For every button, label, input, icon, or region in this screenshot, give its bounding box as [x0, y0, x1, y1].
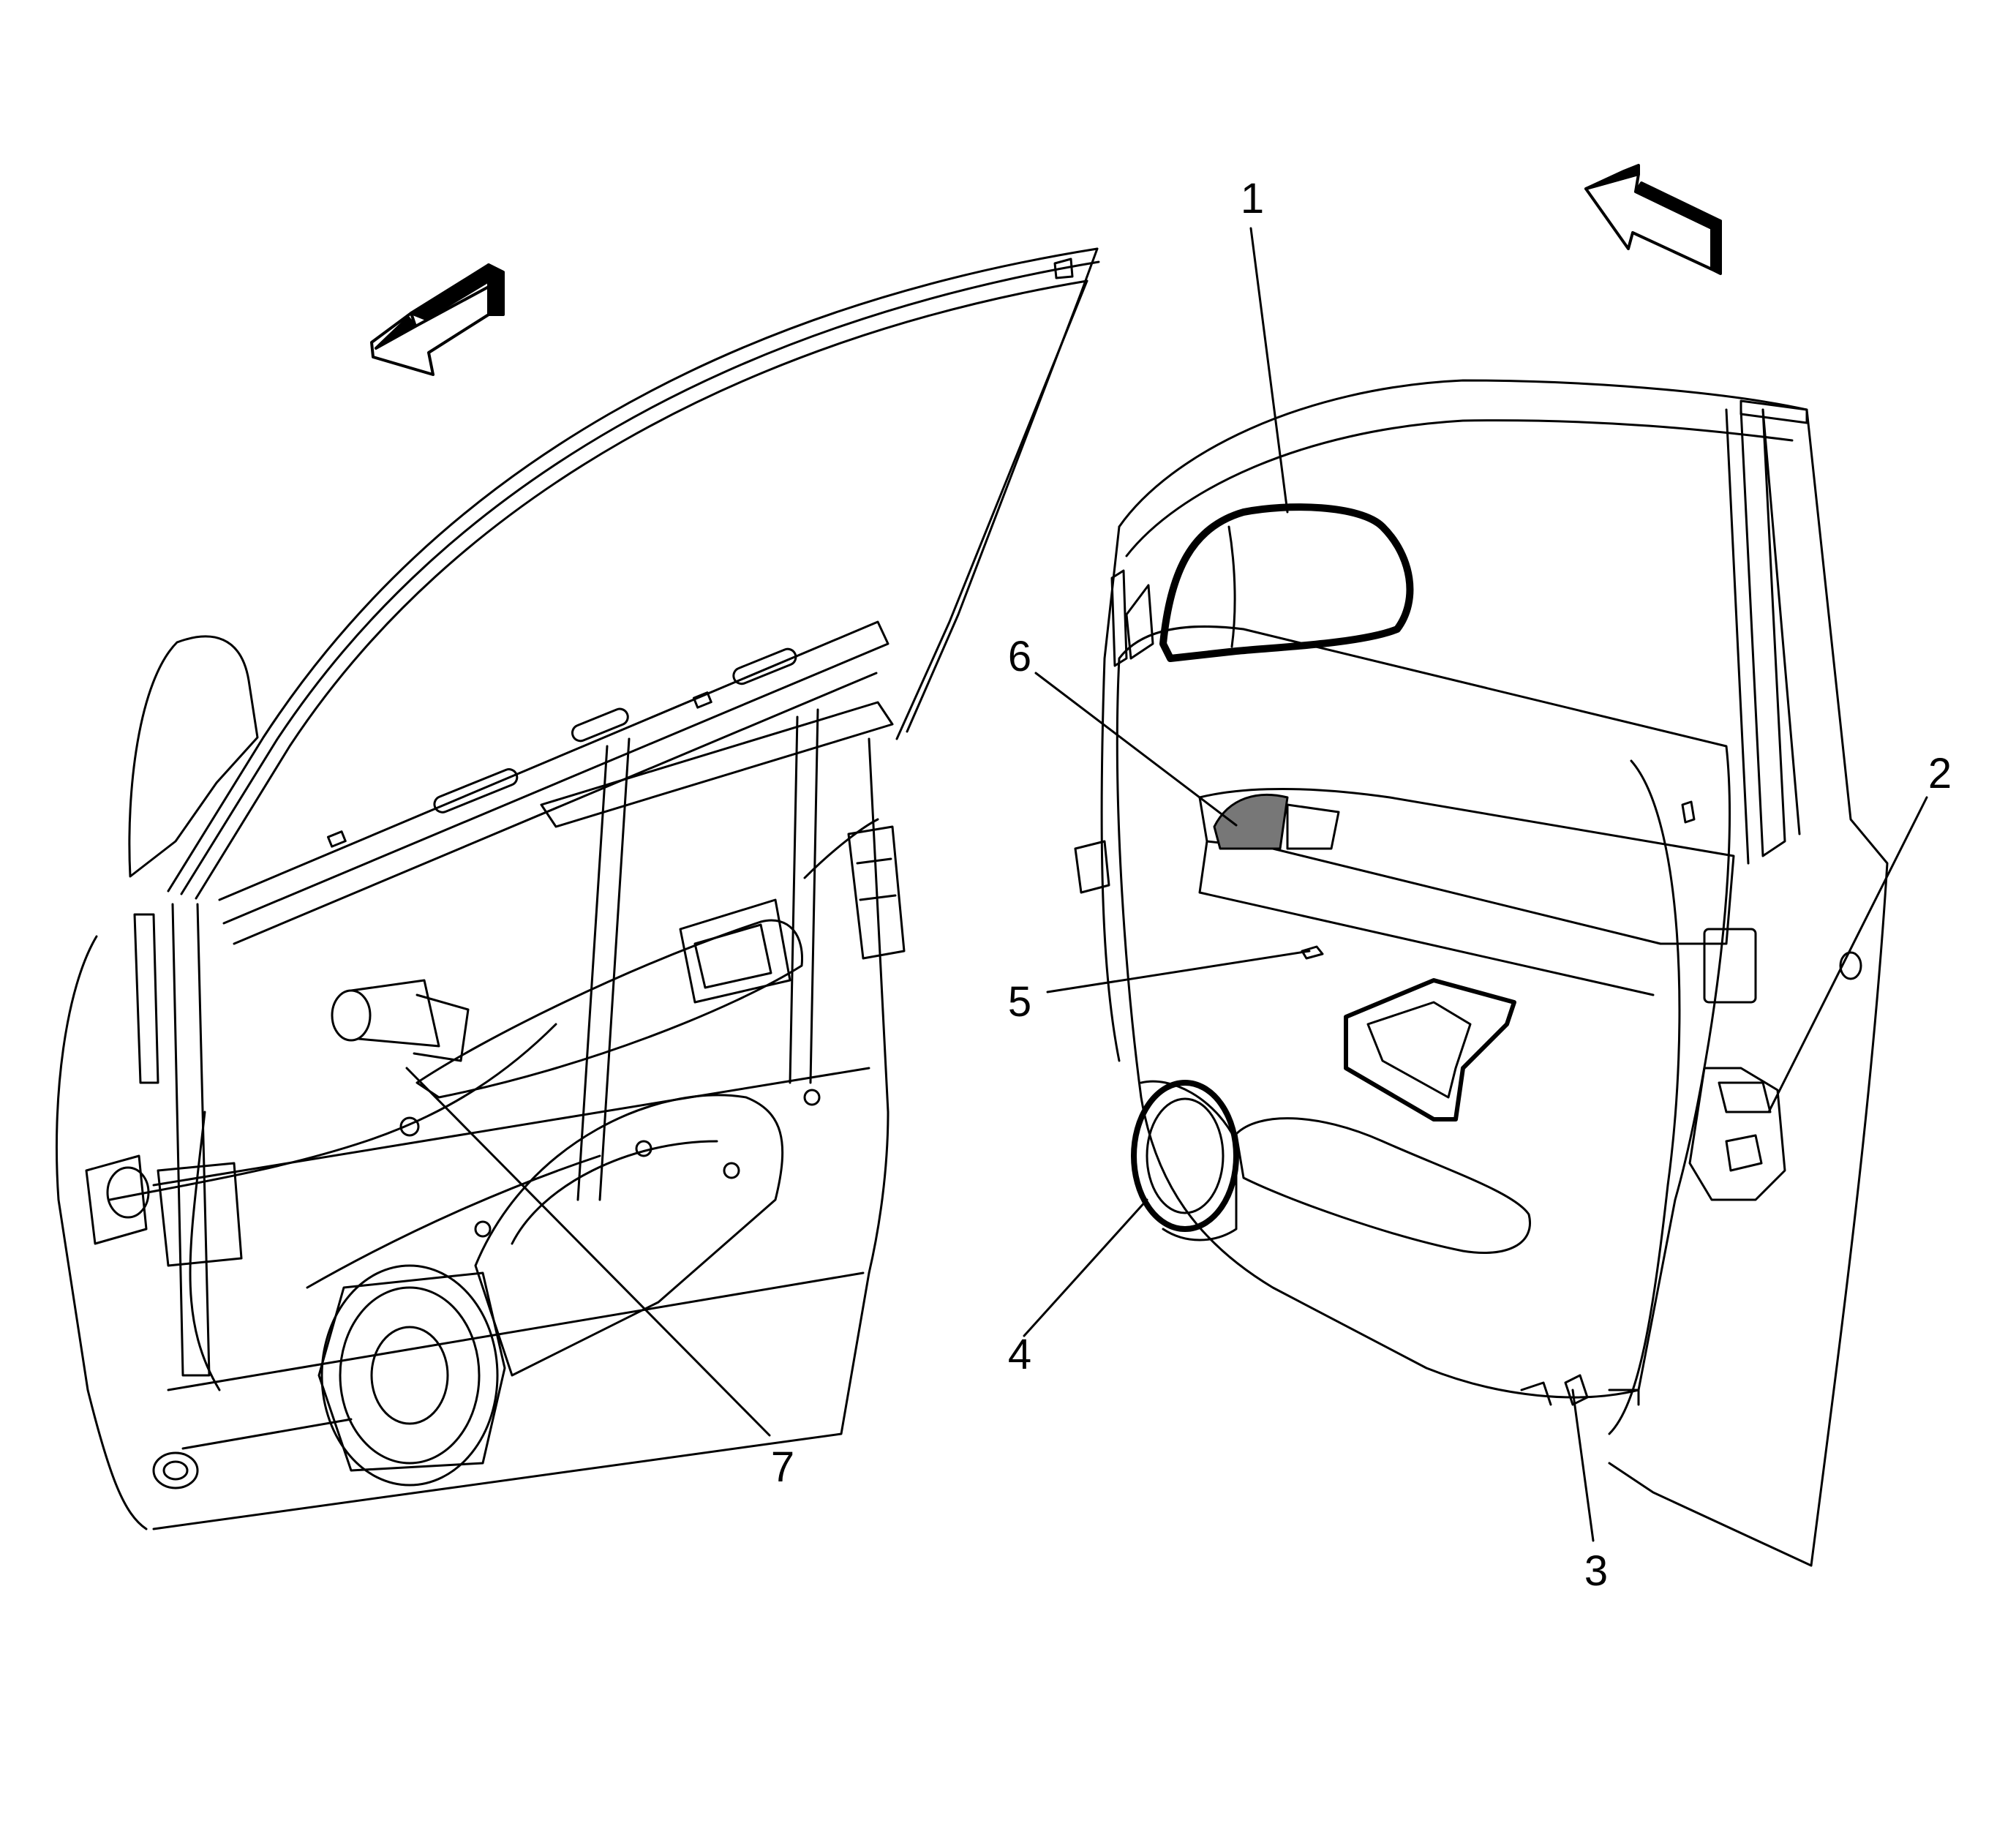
callout-1: 1 [1240, 175, 1265, 222]
callout-7: 7 [770, 1443, 795, 1491]
leader-line-4 [1023, 1198, 1148, 1337]
callout-5: 5 [1007, 978, 1032, 1026]
leader-line-5 [1046, 950, 1311, 993]
door-inner-structure [55, 247, 1100, 1530]
leader-line-7 [405, 1067, 771, 1437]
leader-line-2 [1767, 796, 1928, 1113]
callout-2: 2 [1927, 750, 1952, 797]
callout-4: 4 [1007, 1331, 1032, 1378]
direction-arrow-icon [370, 263, 505, 376]
door-trim-panel [1074, 379, 1889, 1567]
leader-line-1 [1249, 227, 1289, 514]
callout-3: 3 [1584, 1547, 1609, 1595]
leader-line-3 [1571, 1389, 1595, 1542]
leader-line-6 [1034, 672, 1238, 827]
callout-6: 6 [1007, 633, 1032, 680]
leader-lines [405, 227, 1928, 1542]
direction-arrow-icon [1584, 164, 1722, 275]
